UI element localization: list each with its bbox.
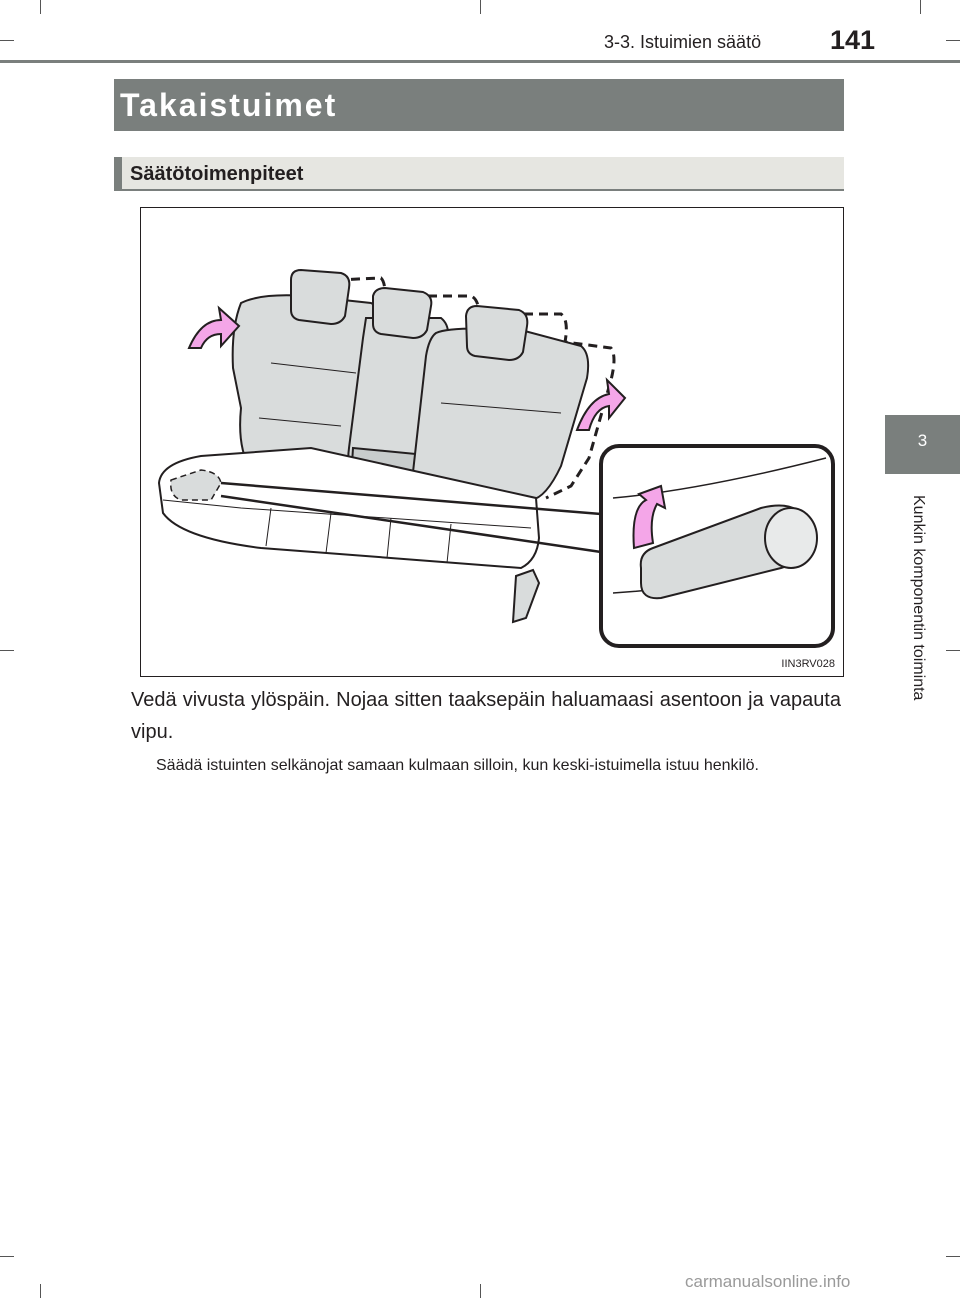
chapter-tab: 3	[885, 415, 960, 474]
crop-mark	[0, 40, 14, 41]
crop-mark	[0, 650, 14, 651]
page-number: 141	[830, 25, 876, 55]
section-heading-bar: Takaistuimet	[114, 79, 844, 131]
chapter-tab-caption: Kunkin komponentin toiminta	[910, 495, 927, 701]
direction-arrows	[187, 305, 667, 550]
crop-mark	[40, 1284, 41, 1298]
subsection-title: Säätötoimenpiteet	[130, 163, 304, 185]
section-title: Takaistuimet	[120, 87, 338, 123]
crop-mark	[946, 40, 960, 41]
crop-mark	[480, 0, 481, 14]
crop-mark	[920, 0, 921, 14]
watermark: carmanualsonline.info	[685, 1272, 851, 1291]
instruction-text: Vedä vivusta ylöspäin. Nojaa sitten taak…	[131, 689, 841, 743]
crop-mark	[946, 650, 960, 651]
seat-cushion	[157, 446, 541, 624]
crop-mark	[946, 1256, 960, 1257]
recline-arrow-left	[187, 305, 241, 349]
crop-mark	[40, 0, 41, 14]
lever-pull-arrow	[632, 484, 667, 550]
subsection-accent	[114, 157, 122, 189]
seat-back-right	[409, 304, 590, 502]
crop-mark	[0, 1256, 14, 1257]
note-text: Säädä istuinten selkänojat samaan kulmaa…	[156, 757, 759, 774]
subsection-heading-bar: Säätötoimenpiteet	[114, 157, 844, 191]
seat-back-left	[231, 268, 380, 482]
header-rule	[0, 60, 960, 63]
crop-mark	[480, 1284, 481, 1298]
chapter-title: 3-3. Istuimien säätö	[604, 32, 762, 52]
figure-code: IIN3RV028	[781, 658, 835, 670]
callout-lines	[220, 481, 602, 554]
seat-illustration-svg	[157, 268, 835, 648]
chapter-tab-number: 3	[917, 431, 928, 450]
recline-arrow-right	[575, 377, 627, 431]
illustration-rear-seat: IIN3RV028	[140, 207, 844, 677]
